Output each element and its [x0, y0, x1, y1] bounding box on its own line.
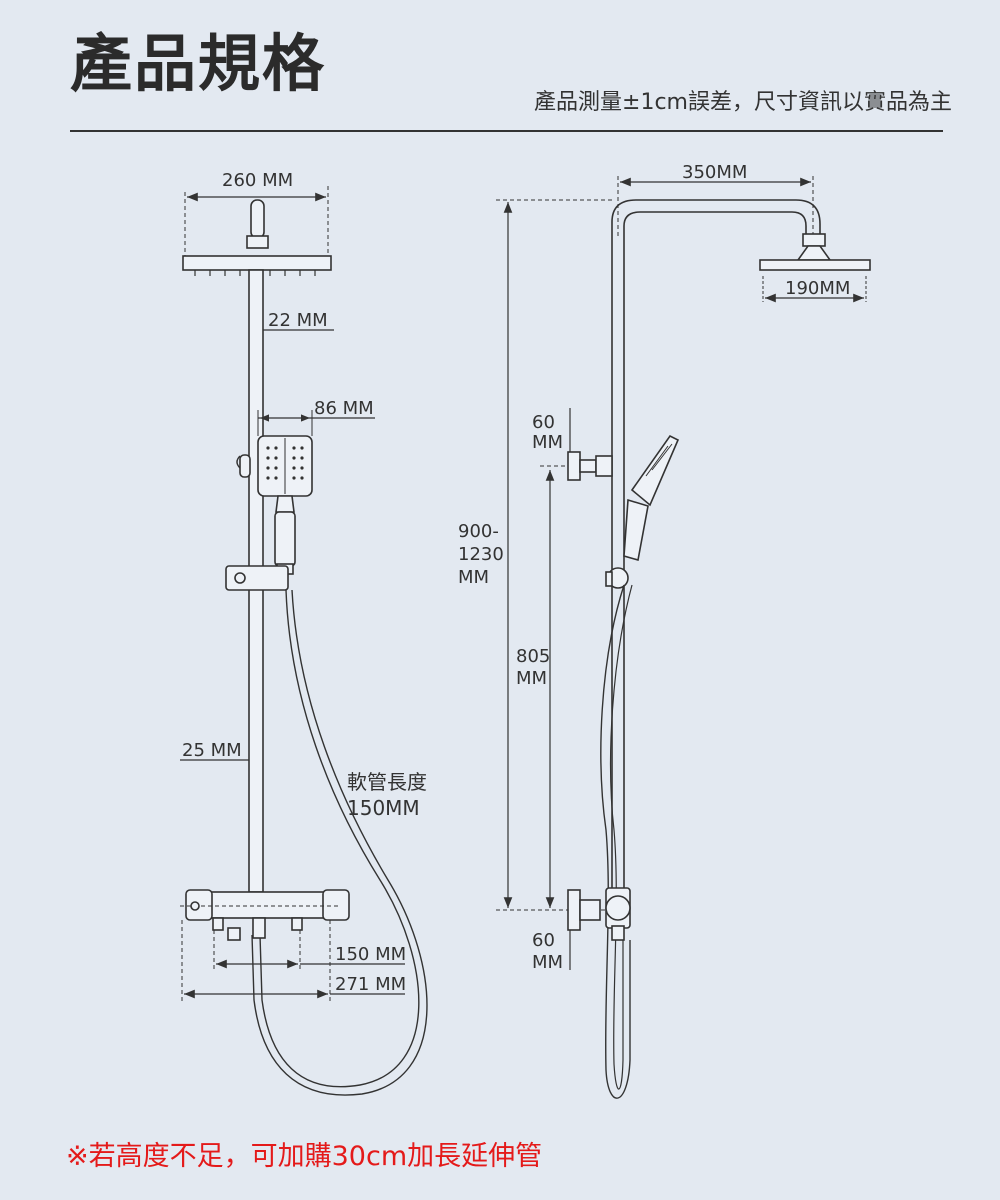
- front-view: [180, 186, 428, 1096]
- measurement-note: 產品測量±1cm誤差，尺寸資訊以實品為主: [534, 90, 952, 115]
- dim-bracket-top-num: 60: [532, 412, 555, 433]
- hose-front: [259, 589, 420, 1088]
- dim-total-height-unit: MM: [458, 567, 489, 588]
- dim-bracket-bottom-unit: MM: [532, 952, 563, 973]
- dim-bracket-bottom-num: 60: [532, 930, 555, 951]
- extension-pipe-note: ※若高度不足，可加購30cm加長延伸管: [66, 1141, 543, 1172]
- dim-mixer-center: 150 MM: [335, 944, 406, 965]
- dim-head-diameter: 190MM: [785, 278, 850, 299]
- overhead-shower-front: [182, 199, 332, 276]
- dim-bracket-top-unit: MM: [532, 432, 563, 453]
- overhead-shower-side: [759, 233, 871, 303]
- upper-wall-bracket: [567, 451, 613, 481]
- mixer-side: [567, 887, 631, 941]
- dim-rail-unit: MM: [516, 668, 547, 689]
- dim-total-height-1: 900-: [458, 521, 499, 542]
- dim-total-height-2: 1230: [458, 544, 504, 565]
- riser-arm-inner: [623, 211, 807, 890]
- dim-rail-num: 805: [516, 646, 550, 667]
- page-title: 產品規格: [70, 27, 327, 100]
- title-divider: [70, 130, 943, 132]
- dim-head-width: 260 MM: [222, 170, 293, 191]
- slide-bracket-front: [225, 565, 289, 591]
- side-view: [496, 176, 871, 1099]
- dim-handheld-width: 86 MM: [314, 398, 374, 419]
- dim-rod-lower: 25 MM: [182, 740, 242, 761]
- dim-arm-reach: 350MM: [682, 162, 747, 183]
- thermostatic-mixer-front: [180, 889, 350, 941]
- dim-rod-upper: 22 MM: [268, 310, 328, 331]
- hose-length-label: 軟管長度: [347, 770, 427, 794]
- handheld-shower-side: [605, 434, 680, 589]
- dim-mixer-width: 271 MM: [335, 974, 406, 995]
- hose-length-value: 150MM: [347, 796, 420, 820]
- riser-arm-outer: [611, 199, 821, 890]
